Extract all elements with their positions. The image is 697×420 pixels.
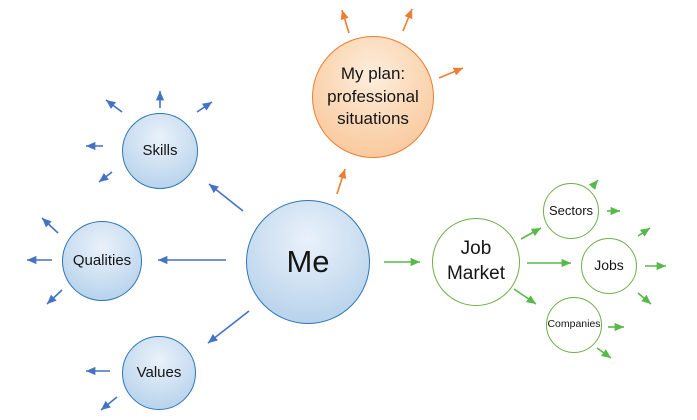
- node-sectors-label: Sectors: [548, 202, 594, 218]
- arrow-me-to-skills: [208, 183, 244, 212]
- node-job-market-label: Job Market: [446, 238, 506, 284]
- arrow-me-to-plan: [336, 168, 347, 195]
- node-qualities[interactable]: Qualities: [62, 221, 142, 301]
- spoke-qualities-up-left: [41, 217, 59, 234]
- spoke-values-down-left: [100, 396, 118, 411]
- spoke-skills-up-right: [196, 101, 213, 113]
- spoke-sectors-up-right: [588, 179, 599, 190]
- spoke-plan-up-left: [340, 9, 350, 34]
- spoke-skills-down-left: [98, 171, 113, 183]
- spoke-companies-down-right: [596, 347, 612, 359]
- spoke-plan-up-right: [402, 8, 413, 32]
- node-values[interactable]: Values: [122, 336, 196, 410]
- node-skills-label: Skills: [142, 141, 178, 159]
- node-job-market[interactable]: Job Market: [432, 218, 520, 306]
- node-sectors[interactable]: Sectors: [543, 183, 599, 239]
- spoke-jobs-up-right: [637, 227, 651, 237]
- node-values-label: Values: [136, 363, 182, 381]
- node-companies-label: Companies: [547, 318, 601, 331]
- node-me[interactable]: Me: [246, 200, 370, 324]
- node-my-plan-label: My plan: professional situations: [327, 63, 419, 129]
- arrow-job-market-to-companies: [513, 288, 537, 305]
- node-qualities-label: Qualities: [72, 251, 132, 269]
- node-companies[interactable]: Companies: [546, 297, 602, 353]
- node-jobs-label: Jobs: [594, 257, 624, 274]
- node-skills[interactable]: Skills: [122, 113, 198, 189]
- spoke-skills-up-left: [105, 99, 123, 113]
- node-jobs[interactable]: Jobs: [581, 238, 637, 294]
- arrow-job-market-to-sectors: [520, 227, 542, 240]
- node-me-label: Me: [286, 243, 330, 279]
- spoke-plan-right: [438, 67, 464, 79]
- node-my-plan[interactable]: My plan: professional situations: [312, 36, 434, 158]
- spoke-qualities-down-left: [46, 289, 63, 305]
- spoke-jobs-down-right: [637, 292, 652, 305]
- arrow-me-to-values: [207, 310, 250, 344]
